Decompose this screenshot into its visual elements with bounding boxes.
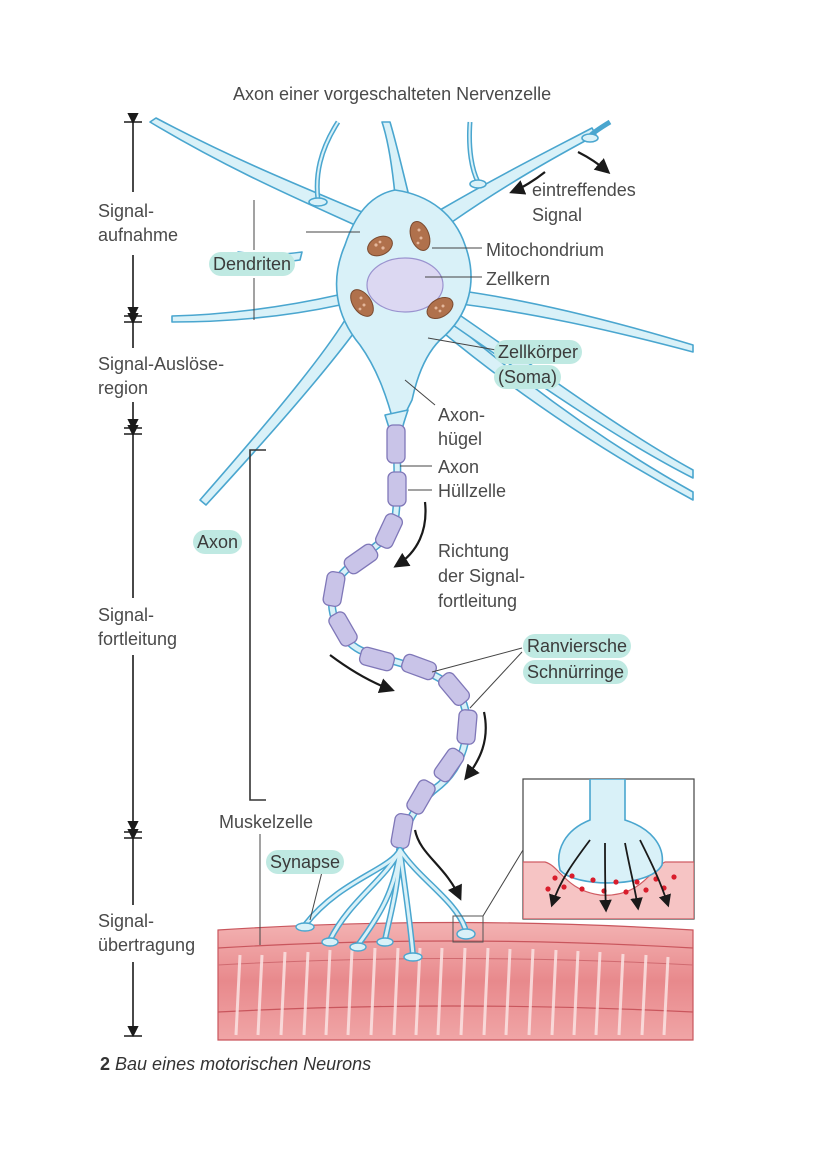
richtung-line3: fortleitung xyxy=(438,591,518,611)
phase-1-line1: Signal- xyxy=(98,201,155,221)
leader-lines xyxy=(253,200,523,945)
synapse-label: Synapse xyxy=(266,850,345,874)
phase-2-line1: Signal-Auslöse- xyxy=(98,354,225,374)
axonhuegel-line1: Axon- xyxy=(438,405,486,425)
synapse-zoom-box xyxy=(452,915,484,943)
axonhuegel-line2: hügel xyxy=(438,429,483,449)
richtung-line2: der Signal- xyxy=(438,566,526,586)
phase-1-line2: aufnahme xyxy=(98,225,179,245)
synapse-inset xyxy=(522,778,695,920)
terminal-boutons xyxy=(295,922,476,962)
ranvier-line2: Schnürringe xyxy=(523,660,629,684)
caption-text: Bau eines motorischen Neurons xyxy=(115,1054,372,1074)
muscle-cell xyxy=(217,921,694,1041)
zellkoerper-line2: (Soma) xyxy=(494,365,562,389)
muskelzelle-label: Muskelzelle xyxy=(219,812,314,832)
zellkoerper-line1: Zellkörper xyxy=(494,340,583,364)
axon-bracket xyxy=(249,449,266,801)
signal-arrows xyxy=(329,151,611,901)
huellzelle-label: Hüllzelle xyxy=(438,481,507,501)
zellkern-label: Zellkern xyxy=(486,269,551,289)
phase-3-line1: Signal- xyxy=(98,605,155,625)
mitochondrium-label: Mitochondrium xyxy=(486,240,605,260)
axon-label: Axon xyxy=(193,530,243,554)
phase-2-line2: region xyxy=(98,378,149,398)
phase-4-line2: übertragung xyxy=(98,935,196,955)
mitochondria xyxy=(350,221,454,319)
title-label: Axon einer vorgeschalteten Nervenzelle xyxy=(233,84,552,104)
neuron xyxy=(149,117,694,506)
nucleus xyxy=(366,257,444,313)
figure-caption: 2 Bau eines motorischen Neurons xyxy=(100,1054,371,1075)
dendriten-label: Dendriten xyxy=(209,252,296,276)
richtung-line1: Richtung xyxy=(438,541,510,561)
caption-number: 2 xyxy=(100,1054,111,1074)
phase-scale xyxy=(124,113,142,1038)
axon-small-label: Axon xyxy=(438,457,480,477)
myelin-sheaths xyxy=(322,424,478,850)
ranvier-line1: Ranviersche xyxy=(523,634,632,658)
phase-4-line1: Signal- xyxy=(98,911,155,931)
incoming-signal-line2: Signal xyxy=(532,205,583,225)
incoming-signal-line1: eintreffendes xyxy=(532,180,636,200)
phase-3-line2: fortleitung xyxy=(98,629,178,649)
